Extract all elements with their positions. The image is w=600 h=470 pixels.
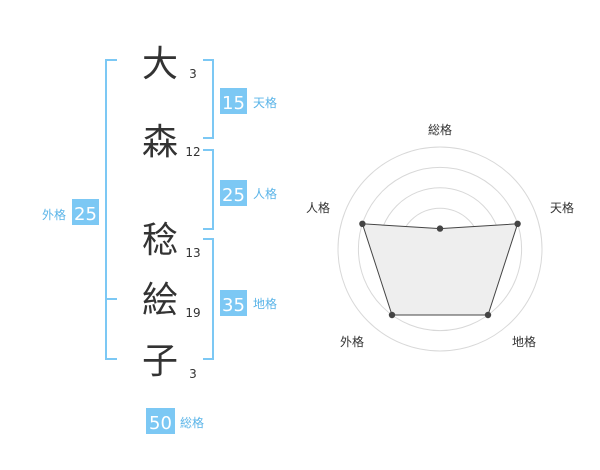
chikaku-bracket: 35 地格 [203, 238, 277, 360]
radar-axis-label-gaikaku: 外格 [340, 334, 364, 349]
tenkaku-label: 天格 [253, 95, 277, 110]
radar-axis-labels: 総格 天格 地格 外格 人格 [306, 122, 574, 349]
radar-axis-label-soukaku: 総格 [428, 122, 452, 137]
chikaku-badge [220, 290, 247, 316]
gaikaku-badge [72, 199, 99, 225]
radar-point-2 [514, 220, 521, 227]
name-characters: 大 3 森 12 稔 13 絵 19 子 3 [142, 44, 201, 382]
radar-chart: 総格 天格 地格 外格 人格 [306, 122, 574, 352]
name-char-4: 絵 [142, 280, 178, 321]
stroke-count-1: 3 [189, 67, 197, 81]
stroke-count-2: 12 [185, 145, 200, 159]
soukaku-box: 50 総格 [146, 408, 204, 434]
chikaku-bracket-line [203, 238, 214, 360]
radar-axis-label-tenkaku: 天格 [550, 200, 574, 215]
tenkaku-bracket-line [203, 59, 214, 139]
radar-axis-label-chikaku: 地格 [512, 334, 536, 349]
jinkaku-bracket-line [203, 149, 214, 230]
gaikaku-value: 25 [74, 204, 97, 225]
tenkaku-value: 15 [222, 93, 245, 114]
radar-axis-label-jinkaku: 人格 [306, 200, 330, 215]
jinkaku-value: 25 [222, 185, 245, 206]
chikaku-label: 地格 [253, 296, 277, 311]
tenkaku-badge [220, 88, 247, 114]
stroke-count-4: 19 [185, 306, 200, 320]
stroke-count-3: 13 [185, 246, 200, 260]
radar-area [361, 223, 519, 316]
gaikaku-bracket-line [105, 59, 117, 360]
radar-grid-ring [337, 146, 543, 352]
jinkaku-label: 人格 [253, 186, 277, 201]
radar-point-3 [484, 311, 492, 319]
soukaku-label: 総格 [180, 415, 204, 430]
gaikaku-label: 外格 [42, 207, 66, 222]
name-char-3: 稔 [142, 220, 178, 261]
name-char-2: 森 [142, 122, 178, 163]
soukaku-badge [146, 408, 175, 434]
radar-grid-ring [357, 166, 523, 332]
radar-point-4 [388, 311, 396, 319]
jinkaku-bracket: 25 人格 [203, 149, 277, 230]
soukaku-value: 50 [149, 413, 172, 434]
name-char-1: 大 [142, 44, 178, 85]
stroke-count-5: 3 [189, 367, 197, 381]
jinkaku-badge [220, 180, 247, 206]
radar-point-1 [436, 225, 444, 232]
radar-points [359, 220, 521, 319]
chikaku-value: 35 [222, 295, 245, 316]
gaikaku-bracket: 外格 25 [42, 59, 117, 360]
tenkaku-bracket: 15 天格 [203, 59, 277, 139]
radar-point-5 [359, 220, 366, 227]
name-char-5: 子 [142, 341, 178, 382]
